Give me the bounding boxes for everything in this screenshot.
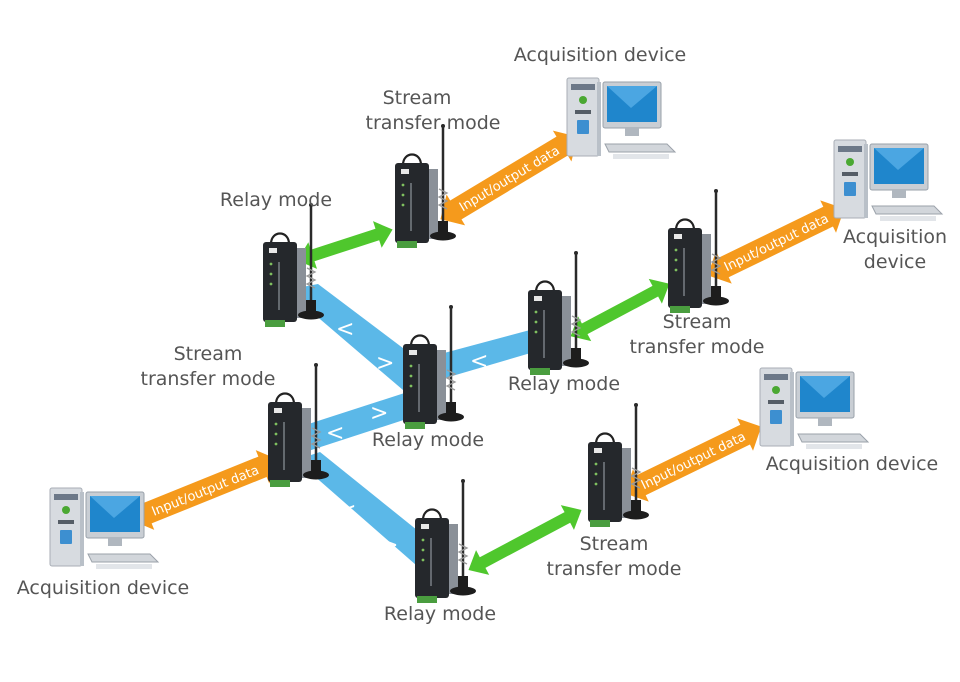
green-arrow [297, 221, 393, 269]
io-arrows: Input/output data Input/output data Inpu… [130, 130, 845, 530]
link-chevron: > [380, 533, 398, 558]
gateway-device-icon [586, 401, 651, 529]
gateway-device-icon [413, 477, 478, 605]
transfer-mode-label: transfer mode [141, 368, 276, 390]
link-chevron: > [376, 351, 394, 376]
labels: Acquisition device Stream transfer mode … [17, 44, 947, 625]
green-arrow [570, 278, 670, 342]
io-data-label: Input/output data [457, 143, 563, 215]
acquisition-device-label: Acquisition device [514, 44, 687, 66]
gateway-device-icon [666, 187, 731, 315]
io-data-label: Input/output data [639, 430, 748, 494]
io-arrow: Input/output data [707, 200, 845, 284]
gateway-device-icon [526, 249, 591, 377]
wireless-links: < > < > < < > [286, 284, 534, 572]
stream-label: Stream [580, 533, 649, 555]
stream-label: Stream [383, 87, 452, 109]
relay-mode-label: Relay mode [508, 373, 620, 395]
link-chevron: < [336, 317, 354, 342]
io-data-label: Input/output data [722, 212, 831, 276]
link-chevron: < [338, 499, 356, 524]
acquisition-label: Acquisition [843, 226, 947, 248]
io-data-label: Input/output data [150, 463, 262, 520]
link-chevron: < [326, 421, 344, 446]
computer-icon [759, 367, 869, 450]
relay-mode-label: Relay mode [372, 429, 484, 451]
io-arrow: Input/output data [130, 450, 280, 530]
relay-mode-label: Relay mode [384, 603, 496, 625]
transfer-mode-label: transfer mode [547, 558, 682, 580]
io-arrow: Input/output data [440, 130, 578, 226]
transfer-mode-label: transfer mode [366, 112, 501, 134]
stream-label: Stream [663, 311, 732, 333]
relay-mode-label: Relay mode [220, 189, 332, 211]
gateway-device-icon [393, 122, 458, 250]
green-arrows [297, 221, 670, 575]
green-arrow [468, 505, 582, 575]
computer-icon [566, 77, 676, 160]
stream-label: Stream [174, 343, 243, 365]
io-arrow: Input/output data [624, 418, 762, 502]
link-chevron: > [370, 401, 388, 426]
acquisition-device-label: Acquisition device [17, 577, 190, 599]
computer-icon [49, 487, 159, 570]
transfer-mode-label: transfer mode [630, 336, 765, 358]
acquisition-device-label: Acquisition device [766, 453, 939, 475]
link-chevron: < [470, 349, 488, 374]
computer-icon [833, 139, 943, 222]
device-label: device [864, 251, 926, 273]
